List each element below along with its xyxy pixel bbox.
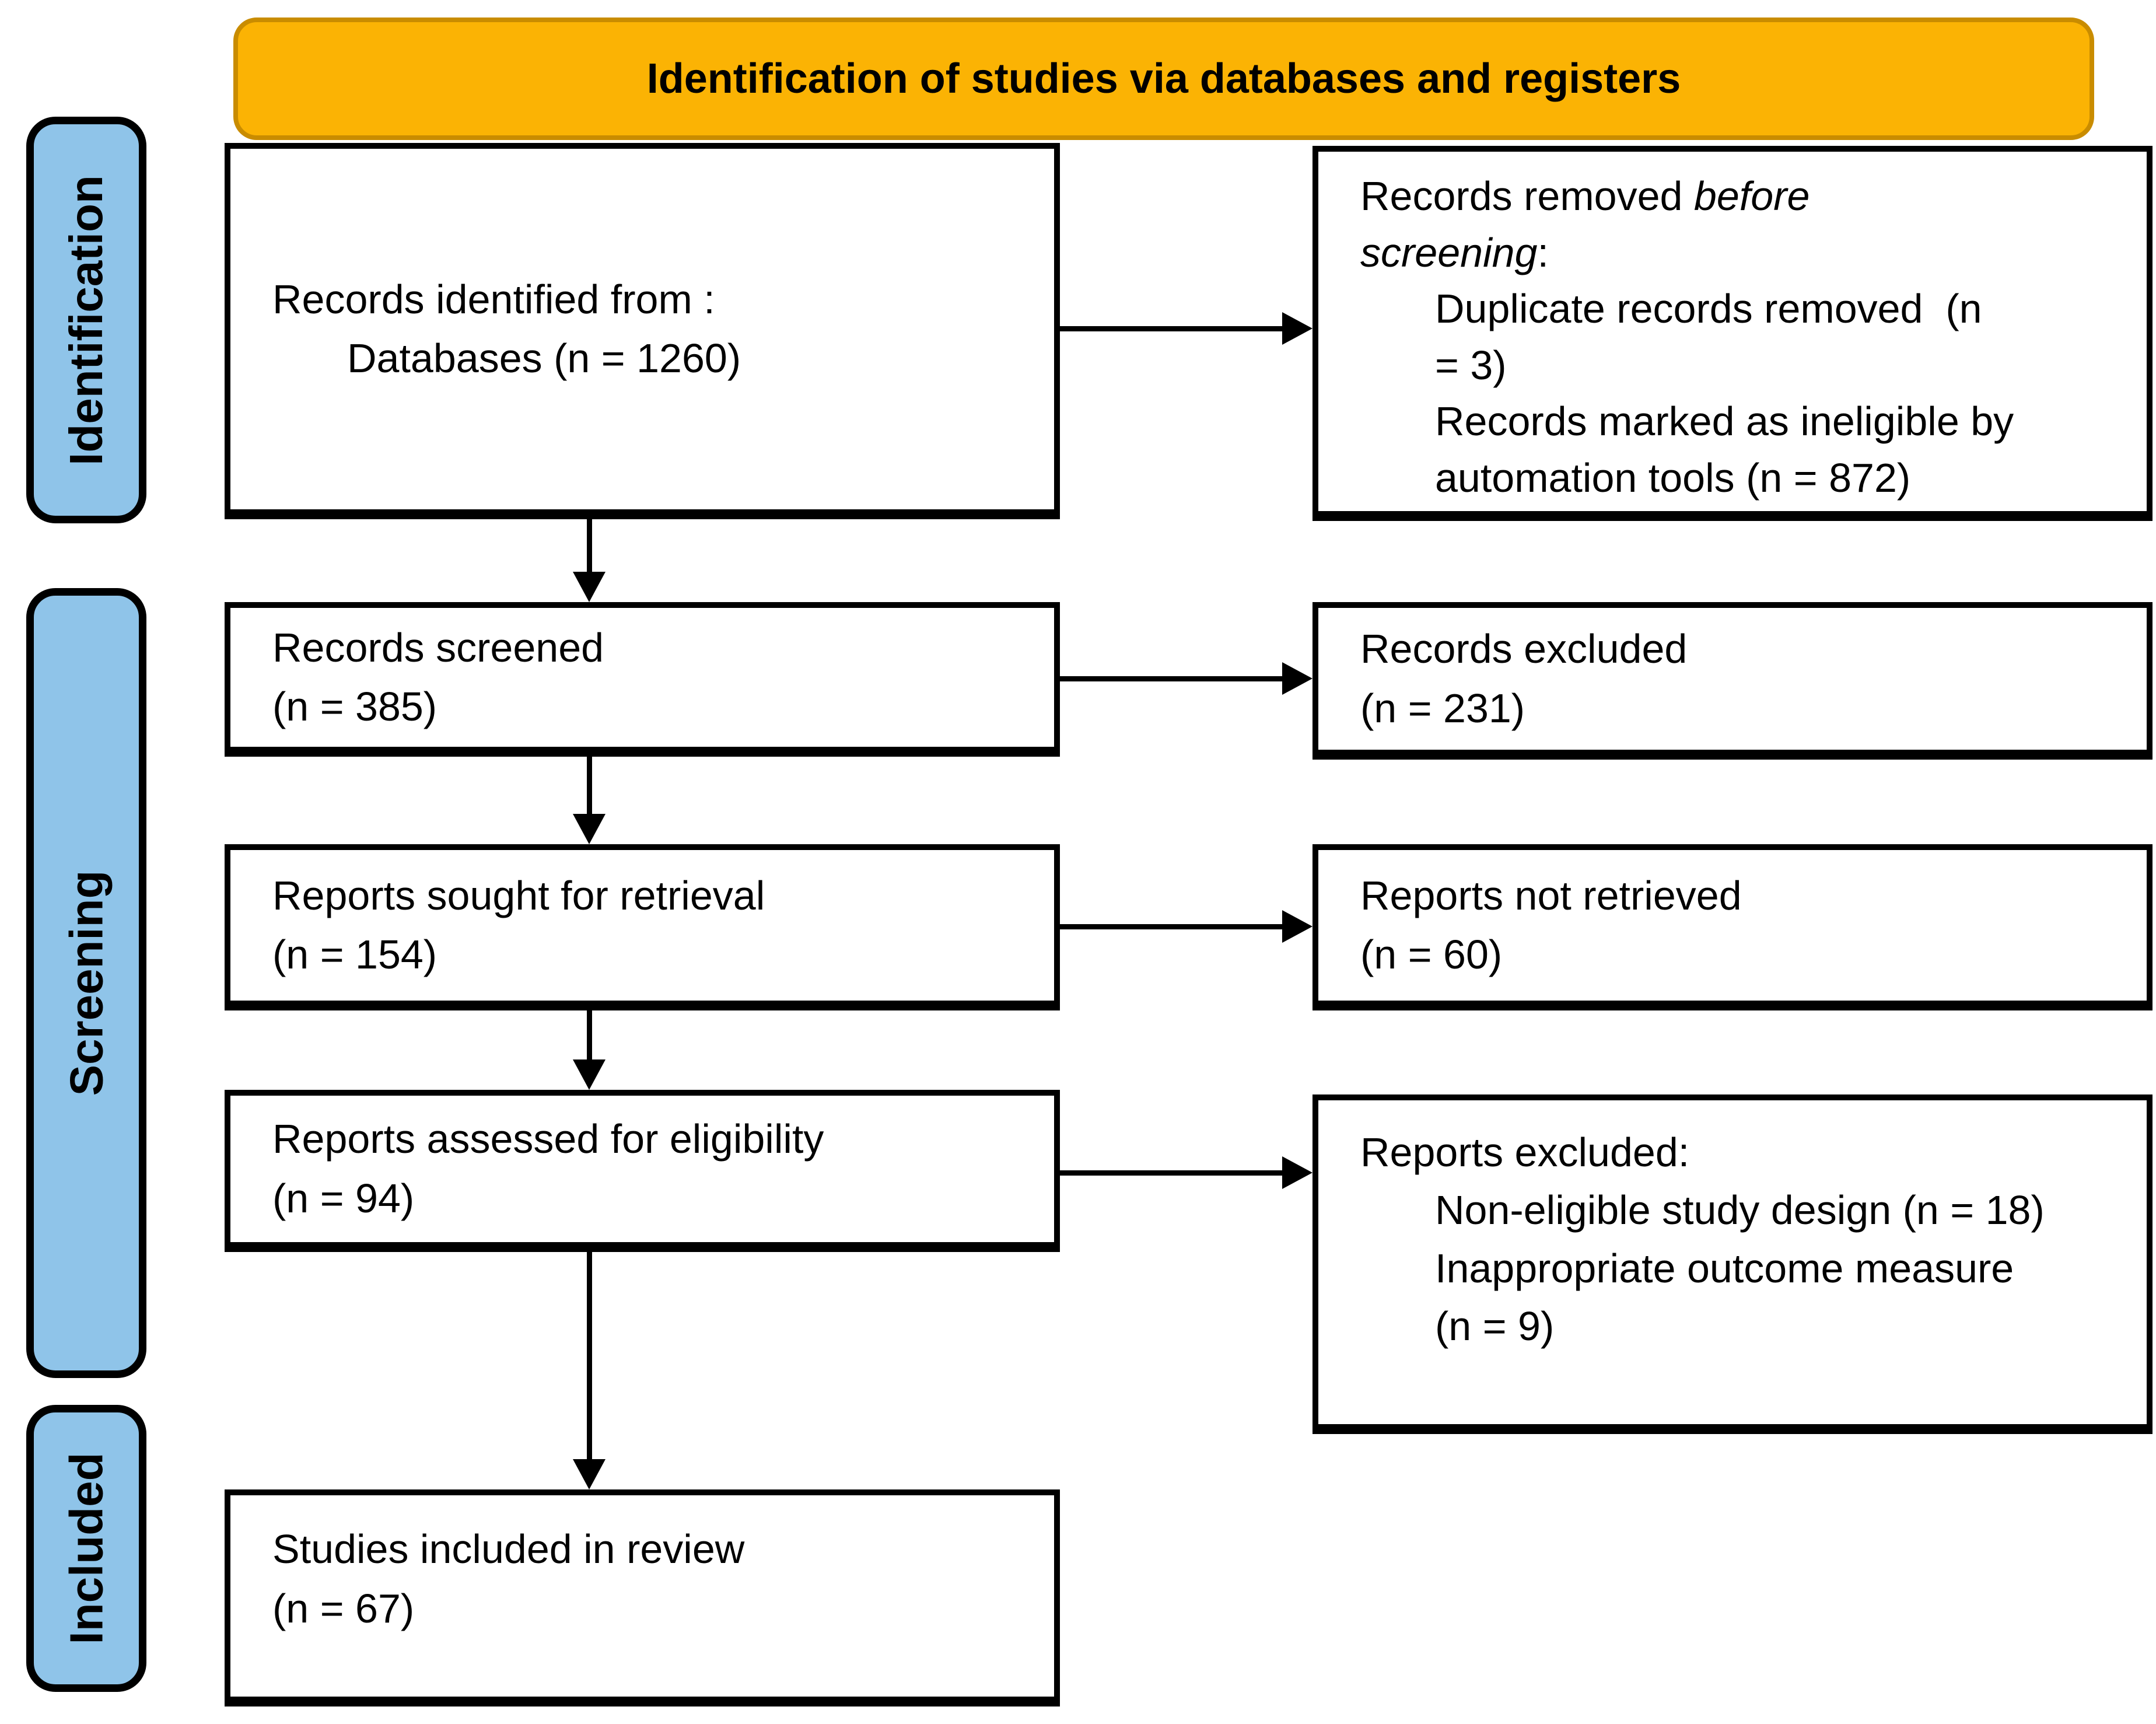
box-line: Records marked as ineligible by [1435, 398, 2014, 445]
arrow-right-screened-to-excluded [1058, 676, 1282, 681]
box-line: Records removed before [1360, 168, 2123, 225]
box-line: Records screened [272, 624, 604, 670]
arrow-right-head-icon [1282, 312, 1312, 345]
arrow-down-sought-to-assessed [587, 1008, 592, 1061]
box-line: Duplicate records removed (n [1435, 286, 1982, 332]
arrow-down-assessed-to-included [587, 1250, 592, 1460]
box-line: (n = 231) [1360, 685, 1525, 731]
box-reports-excluded: Reports excluded: Non-eligible study des… [1312, 1094, 2152, 1434]
arrow-right-head-icon [1282, 662, 1312, 695]
box-line: Databases (n = 1260) [347, 335, 741, 381]
text-segment: Records removed [1360, 173, 1694, 219]
stage-label-identification: Identification [26, 117, 146, 523]
box-line: = 3) [1435, 342, 1507, 388]
box-line: Reports sought for retrieval [272, 872, 765, 918]
box-records-removed-before-screening: Records removed before screening: Duplic… [1312, 146, 2152, 521]
box-line: Inappropriate outcome measure [1435, 1245, 2014, 1291]
box-line: Reports not retrieved [1360, 872, 1742, 918]
stage-label-screening: Screening [26, 588, 146, 1378]
arrow-right-assessed-to-excluded [1058, 1170, 1282, 1176]
banner-title: Identification of studies via databases … [646, 55, 1681, 102]
text-segment: : [1537, 229, 1549, 275]
box-line: (n = 9) [1435, 1303, 1555, 1349]
box-studies-included: Studies included in review (n = 67) [225, 1489, 1060, 1706]
arrow-right-head-icon [1282, 910, 1312, 943]
stage-label-screening-text: Screening [60, 870, 113, 1096]
box-reports-not-retrieved: Reports not retrieved (n = 60) [1312, 844, 2152, 1010]
box-line: Reports excluded: [1360, 1129, 1690, 1175]
box-line: (n = 67) [272, 1585, 415, 1631]
stage-label-included: Included [26, 1405, 146, 1692]
text-segment-italic: before [1693, 173, 1810, 219]
box-reports-sought: Reports sought for retrieval (n = 154) [225, 844, 1060, 1010]
arrow-down-head-icon [573, 572, 606, 602]
arrow-down-screened-to-sought [587, 754, 592, 815]
box-line: (n = 94) [272, 1175, 415, 1221]
box-line: Reports assessed for eligibility [272, 1116, 824, 1162]
arrow-down-head-icon [573, 814, 606, 844]
box-records-screened: Records screened (n = 385) [225, 602, 1060, 757]
box-line: Records excluded [1360, 626, 1688, 672]
box-line: (n = 154) [272, 932, 438, 977]
text-segment-italic: screening [1360, 229, 1538, 275]
box-reports-assessed: Reports assessed for eligibility (n = 94… [225, 1090, 1060, 1252]
box-line: Records identified from : [272, 276, 715, 322]
banner: Identification of studies via databases … [233, 18, 2094, 140]
box-line: (n = 60) [1360, 932, 1503, 977]
stage-label-included-text: Included [60, 1452, 112, 1645]
arrow-down-head-icon [573, 1459, 606, 1489]
stage-label-identification-text: Identification [60, 174, 112, 466]
arrow-right-sought-to-not-retrieved [1058, 924, 1282, 929]
box-line: Studies included in review [272, 1526, 745, 1572]
box-records-identified: Records identified from : Databases (n =… [225, 143, 1060, 519]
arrow-right-identified-to-removed [1058, 326, 1282, 331]
arrow-right-head-icon [1282, 1156, 1312, 1189]
arrow-down-head-icon [573, 1059, 606, 1090]
box-line: automation tools (n = 872) [1435, 454, 1911, 501]
box-line: screening: [1360, 225, 2123, 281]
box-line: Non-eligible study design (n = 18) [1435, 1187, 2045, 1233]
box-line: (n = 385) [272, 684, 438, 729]
arrow-down-identified-to-screened [587, 517, 592, 573]
box-records-excluded: Records excluded (n = 231) [1312, 602, 2152, 760]
